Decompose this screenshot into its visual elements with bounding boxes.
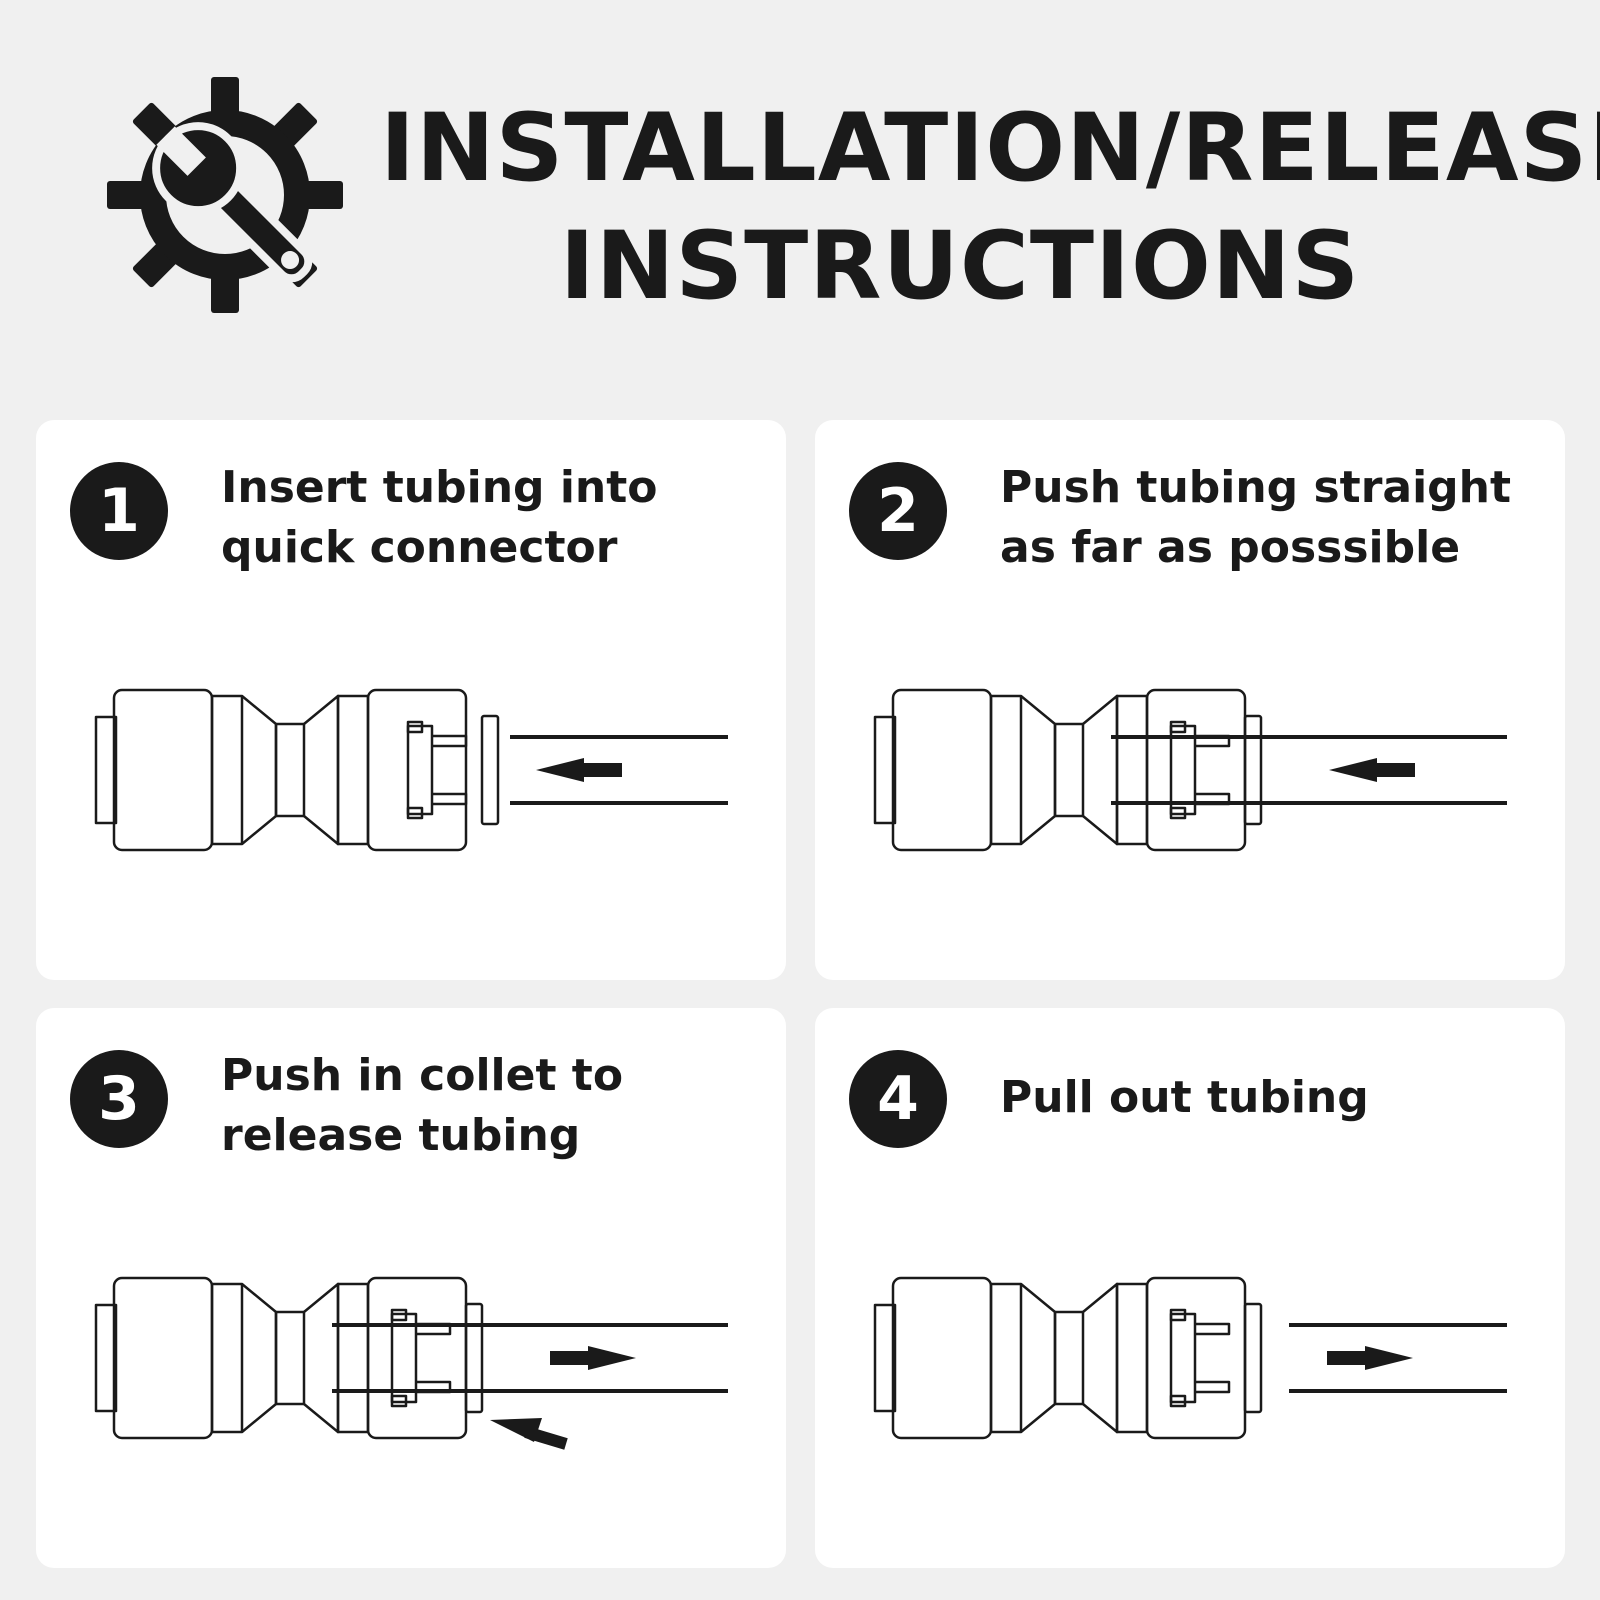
- arrow-left-icon: [1329, 758, 1377, 782]
- connector-diagram-tubing-removed: [873, 1276, 1507, 1440]
- connector-diagram-tubing-inserted: [873, 688, 1507, 852]
- arrow-right-icon: [1365, 1346, 1413, 1370]
- step-number-badge: 2: [849, 462, 947, 560]
- step-card-1: 1 Insert tubing into quick connector: [36, 420, 786, 980]
- step-number-badge: 3: [70, 1050, 168, 1148]
- step-number-badge: 4: [849, 1050, 947, 1148]
- title-line-1: INSTALLATION/RELEASE: [380, 94, 1600, 203]
- step-instruction: Push in collet to release tubing: [221, 1050, 624, 1161]
- arrow-left-icon: [536, 758, 584, 782]
- arrow-diagonal-icon: [490, 1418, 542, 1442]
- step-instruction: Push tubing straight as far as posssible: [1000, 462, 1512, 573]
- connector-diagram-collet-pushed: [94, 1276, 728, 1450]
- step-number-badge: 1: [70, 462, 168, 560]
- header: INSTALLATION/RELEASE INSTRUCTIONS: [0, 0, 1600, 380]
- connector-diagram-tubing-approaching: [94, 688, 728, 852]
- step-instruction: Insert tubing into quick connector: [221, 462, 658, 573]
- step-card-2: 2 Push tubing straight as far as posssib…: [815, 420, 1565, 980]
- title-line-2: INSTRUCTIONS: [559, 212, 1361, 321]
- step-instruction: Pull out tubing: [1000, 1072, 1369, 1123]
- page-title: INSTALLATION/RELEASE INSTRUCTIONS: [380, 90, 1600, 326]
- gear-wrench-icon: [107, 77, 343, 313]
- step-card-4: 4 Pull out tubing: [815, 1008, 1565, 1568]
- arrow-right-icon: [588, 1346, 636, 1370]
- step-card-3: 3 Push in collet to release tubing: [36, 1008, 786, 1568]
